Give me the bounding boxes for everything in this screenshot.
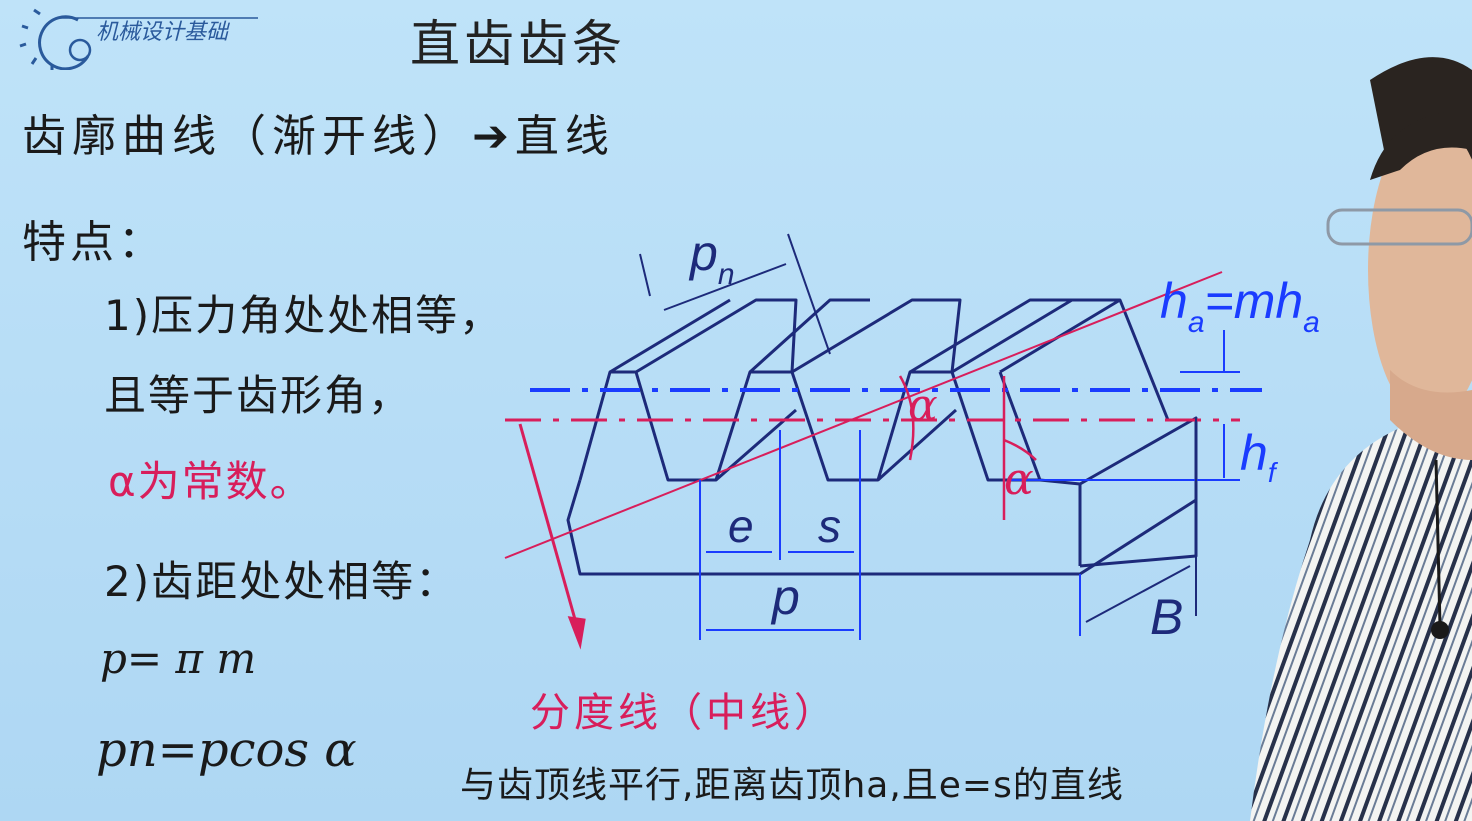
pitch-line-label: 分度线（中线） bbox=[530, 690, 838, 736]
pressure-angle-mark bbox=[898, 375, 1037, 520]
label-e: e bbox=[728, 500, 754, 552]
point1-line3: α为常数。 bbox=[108, 457, 314, 506]
formula-normal-pitch: pn=pcos α bbox=[96, 722, 357, 778]
course-logo bbox=[19, 8, 258, 70]
point1-line2: 且等于齿形角， bbox=[104, 371, 413, 420]
point1-line1: 1)压力角处处相等， bbox=[104, 291, 504, 340]
tangent-line bbox=[504, 271, 1223, 559]
dimension-lines bbox=[699, 330, 1240, 640]
label-alpha-1: α bbox=[908, 380, 938, 431]
label-pn: pn bbox=[688, 225, 735, 291]
label-ha: ha=mha bbox=[1160, 273, 1320, 339]
label-alpha-2: α bbox=[1004, 454, 1034, 505]
label-p: p bbox=[770, 569, 800, 625]
gear-icon bbox=[19, 8, 258, 70]
rack-outline bbox=[566, 298, 1198, 576]
slide-title: 直齿齿条 bbox=[410, 15, 626, 73]
label-hf: hf bbox=[1240, 425, 1279, 488]
dimension-lines-dark bbox=[639, 233, 1197, 623]
logo-text: 机械设计基础 bbox=[96, 20, 229, 45]
label-b: B bbox=[1150, 589, 1183, 645]
point2-line: 2)齿距处处相等： bbox=[104, 557, 460, 606]
features-heading: 特点： bbox=[22, 217, 166, 268]
label-s: s bbox=[818, 500, 841, 552]
formula-pitch: p= π m bbox=[100, 634, 257, 683]
presenter-image bbox=[1250, 57, 1472, 821]
pitch-line-description: 与齿顶线平行,距离齿顶ha,且e=s的直线 bbox=[460, 765, 1124, 806]
tooth-profile-statement: 齿廓曲线（渐开线）➔直线 bbox=[22, 111, 615, 162]
pitch-line-arrow bbox=[518, 423, 586, 650]
